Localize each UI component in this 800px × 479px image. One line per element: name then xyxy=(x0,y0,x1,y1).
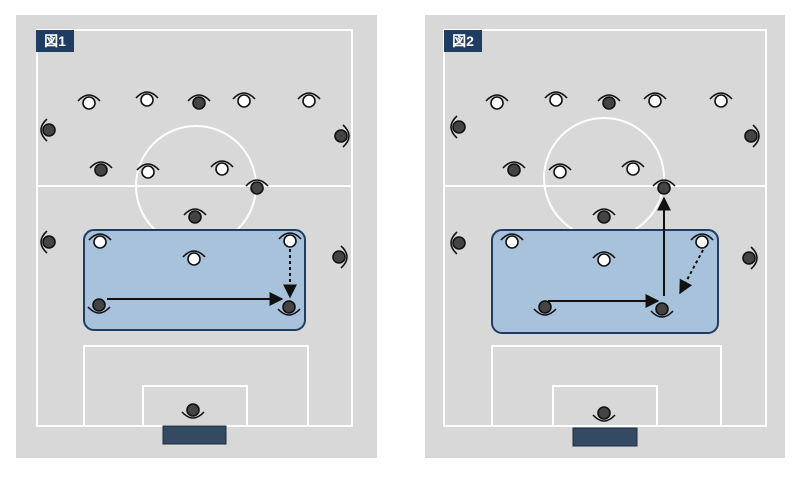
white-player-icon xyxy=(690,233,714,249)
figure-label-badge xyxy=(444,30,482,52)
figure-label: 図1 xyxy=(44,33,66,49)
white-player-icon xyxy=(210,160,234,176)
white-player-icon xyxy=(500,233,524,249)
dark-player-icon xyxy=(533,300,557,316)
run-arrow xyxy=(679,249,704,295)
white-player-icon xyxy=(182,250,206,266)
white-player-icon xyxy=(77,94,101,110)
white-player-icon xyxy=(136,163,160,179)
players xyxy=(450,91,760,422)
dark-player-icon xyxy=(277,300,301,316)
dark-player-icon xyxy=(181,403,205,419)
white-player-icon xyxy=(135,91,159,107)
dark-player-icon xyxy=(650,302,674,318)
dark-player-icon xyxy=(334,124,350,148)
tactical-zone xyxy=(491,229,719,334)
figure-2: 図2 xyxy=(425,15,785,458)
goal xyxy=(162,425,227,445)
white-player-icon xyxy=(548,163,572,179)
figure-1: 図1 xyxy=(16,15,377,458)
dark-player-icon xyxy=(87,298,111,314)
white-player-icon xyxy=(232,92,256,108)
white-player-icon xyxy=(643,92,667,108)
dark-player-icon xyxy=(183,208,207,224)
dark-player-icon xyxy=(40,118,56,142)
players xyxy=(40,91,350,419)
dark-player-icon xyxy=(187,94,211,110)
tactical-zone xyxy=(83,229,306,331)
goal xyxy=(572,427,638,447)
white-player-icon xyxy=(297,92,321,108)
white-player-icon xyxy=(544,91,568,107)
dark-player-icon xyxy=(450,115,466,139)
white-player-icon xyxy=(88,233,112,249)
white-player-icon xyxy=(485,94,509,110)
dark-player-icon xyxy=(245,179,269,195)
figure-label-badge xyxy=(36,30,74,52)
white-player-icon xyxy=(709,92,733,108)
figure-label: 図2 xyxy=(452,33,474,49)
dark-player-icon xyxy=(40,230,56,254)
dark-player-icon xyxy=(744,124,760,148)
white-player-icon xyxy=(278,232,302,248)
dark-player-icon xyxy=(652,179,676,195)
dark-player-icon xyxy=(592,406,616,422)
dark-player-icon xyxy=(742,246,758,270)
dark-player-icon xyxy=(89,161,113,177)
white-player-icon xyxy=(621,160,645,176)
dark-player-icon xyxy=(450,231,466,255)
dark-player-icon xyxy=(502,161,526,177)
dark-player-icon xyxy=(592,208,616,224)
white-player-icon xyxy=(592,251,616,267)
dark-player-icon xyxy=(332,245,348,269)
dark-player-icon xyxy=(597,94,621,110)
pitch-lines xyxy=(443,29,767,427)
